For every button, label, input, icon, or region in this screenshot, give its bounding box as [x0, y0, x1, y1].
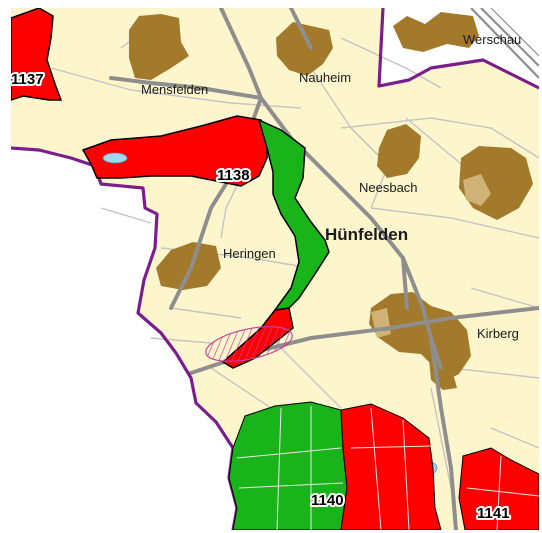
- label-zone-1141: 1141: [477, 505, 510, 522]
- label-neesbach: Neesbach: [359, 180, 418, 195]
- map-canvas[interactable]: Mensfelden Nauheim Werschau Neesbach Her…: [11, 8, 539, 530]
- label-municipality: Hünfelden: [325, 225, 408, 244]
- pond-west: [102, 152, 128, 164]
- settlement-werschau: [393, 12, 479, 52]
- label-mensfelden: Mensfelden: [141, 82, 208, 97]
- settlement-neesbach: [377, 124, 421, 178]
- map-frame: Mensfelden Nauheim Werschau Neesbach Her…: [11, 8, 539, 530]
- settlement-heringen: [156, 242, 221, 290]
- label-zone-1137: 1137: [11, 71, 44, 88]
- zone-1138-green[interactable]: [257, 118, 330, 311]
- label-zone-1140: 1140: [311, 492, 344, 509]
- label-kirberg: Kirberg: [477, 326, 519, 341]
- settlement-mensfelden: [129, 14, 189, 80]
- label-zone-1141-halo: 1141: [477, 505, 510, 522]
- label-heringen: Heringen: [223, 246, 276, 261]
- label-zone-1138: 1138: [217, 167, 250, 184]
- settlement-east-light: [463, 174, 491, 206]
- zone-1138-red[interactable]: [81, 115, 268, 187]
- label-zone-1137-halo: 1137: [11, 71, 44, 88]
- label-werschau: Werschau: [463, 32, 521, 47]
- label-nauheim: Nauheim: [299, 70, 351, 85]
- zone-1140-red[interactable]: [340, 403, 442, 530]
- zone-1140-field-lines: [236, 406, 432, 530]
- zone-1141-field-lines: [466, 455, 539, 530]
- settlements: [129, 12, 533, 390]
- railway: [470, 8, 539, 79]
- label-zone-1138-halo: 1138: [217, 167, 250, 184]
- label-zone-1140-halo: 1140: [311, 492, 344, 509]
- settlement-kirberg: [369, 292, 471, 380]
- zone-1140-green[interactable]: [228, 401, 348, 530]
- settlement-nauheim: [276, 22, 333, 76]
- zone-1137[interactable]: [11, 8, 63, 101]
- hatched-area: [205, 326, 293, 362]
